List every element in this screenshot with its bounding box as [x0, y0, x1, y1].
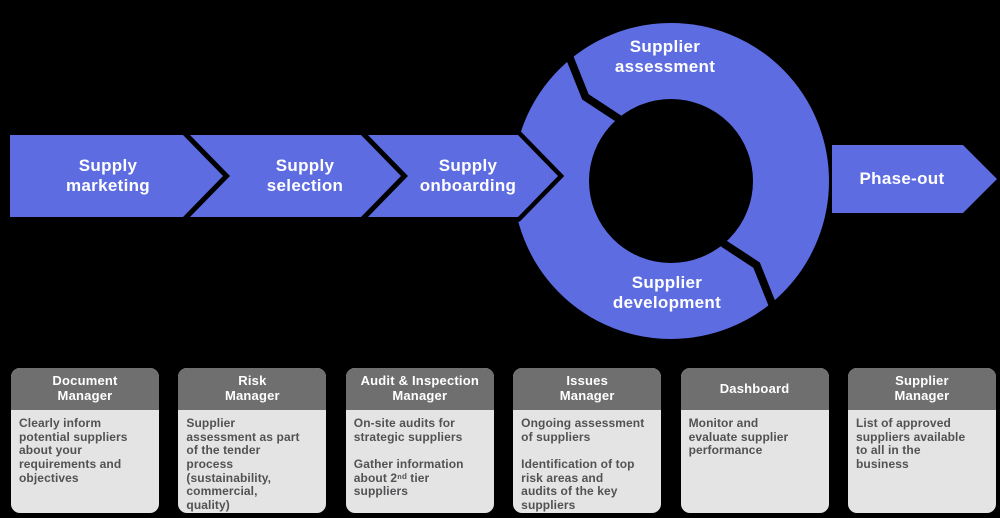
supply-onboarding-arrow-shape [357, 130, 565, 222]
card-title: Issues Manager [513, 368, 662, 410]
card-title: Audit & Inspection Manager [345, 368, 494, 410]
card-title: Supplier Manager [847, 368, 996, 410]
card-title: Document Manager [11, 368, 159, 410]
supply-selection-arrow-shape [190, 135, 401, 217]
card-document-manager: Document Manager Clearly inform potentia… [11, 368, 159, 513]
card-description: List of approved suppliers available to … [855, 416, 966, 472]
card-issues-manager: Issues Manager Ongoing assessment of sup… [513, 368, 662, 513]
module-cards-row: Document Manager Clearly inform potentia… [11, 368, 996, 513]
card-title: Dashboard [680, 368, 829, 410]
card-description: Ongoing assessment of suppliers Identifi… [521, 416, 645, 513]
card-dashboard: Dashboard Monitor and evaluate supplier … [680, 368, 829, 513]
card-description: Supplier assessment as part of the tende… [186, 416, 300, 513]
card-description: On-site audits for strategic suppliers G… [353, 416, 464, 499]
card-risk-manager: Risk Manager Supplier assessment as part… [178, 368, 327, 513]
card-supplier-manager: Supplier Manager List of approved suppli… [847, 368, 996, 513]
card-description: Monitor and evaluate supplier performanc… [688, 416, 789, 458]
cycle-gap-upper-left [564, 52, 625, 125]
phase-out-arrow-shape [832, 145, 997, 213]
cycle-gap-lower-right [717, 237, 778, 310]
card-description: Clearly inform potential suppliers about… [19, 416, 128, 485]
supply-marketing-arrow-shape [10, 135, 223, 217]
card-audit-inspection-manager: Audit & Inspection Manager On-site audit… [345, 368, 494, 513]
card-title: Risk Manager [178, 368, 327, 410]
